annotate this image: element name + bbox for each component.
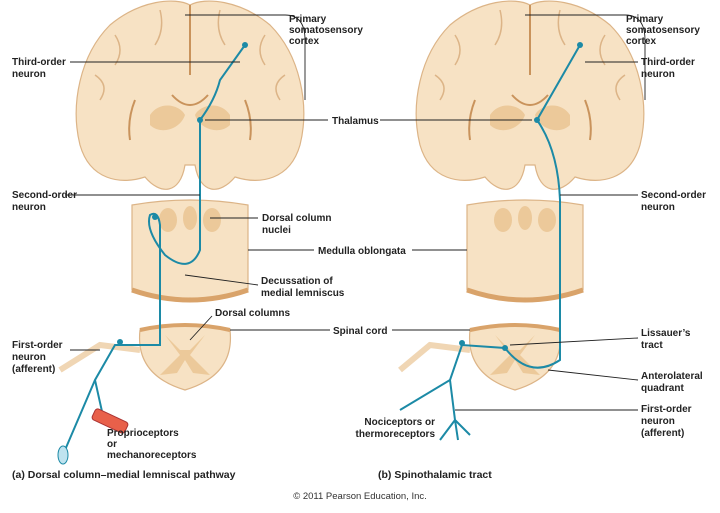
cortex-bracket-a <box>185 14 306 100</box>
neuron-path-b <box>448 44 581 421</box>
brain-a <box>75 0 305 191</box>
cortex-bracket-b <box>525 14 646 100</box>
nociceptor-endings <box>399 379 471 441</box>
spinal-nerve-b <box>398 341 471 373</box>
label-dorsal-columns: Dorsal columns <box>215 308 290 319</box>
spinal-nerve-a <box>58 341 141 373</box>
brain-b <box>415 0 645 191</box>
label-medulla: Medulla oblongata <box>318 246 406 257</box>
caption-a: (a) Dorsal column–medial lemniscal pathw… <box>12 469 236 481</box>
third-order-neuron-a <box>199 44 246 121</box>
proprioceptor-icon <box>91 408 129 434</box>
leader-lines <box>65 61 639 411</box>
label-thalamus: Thalamus <box>332 116 379 127</box>
label-spinal-cord: Spinal cord <box>333 326 387 337</box>
caption-b: (b) Spinothalamic tract <box>378 469 492 481</box>
medulla-b <box>467 200 583 300</box>
neuron-path-a <box>64 120 201 451</box>
copyright: © 2011 Pearson Education, Inc. <box>293 491 427 502</box>
spinal-cord-a <box>137 323 233 392</box>
mechanoreceptor-icon <box>57 445 69 465</box>
